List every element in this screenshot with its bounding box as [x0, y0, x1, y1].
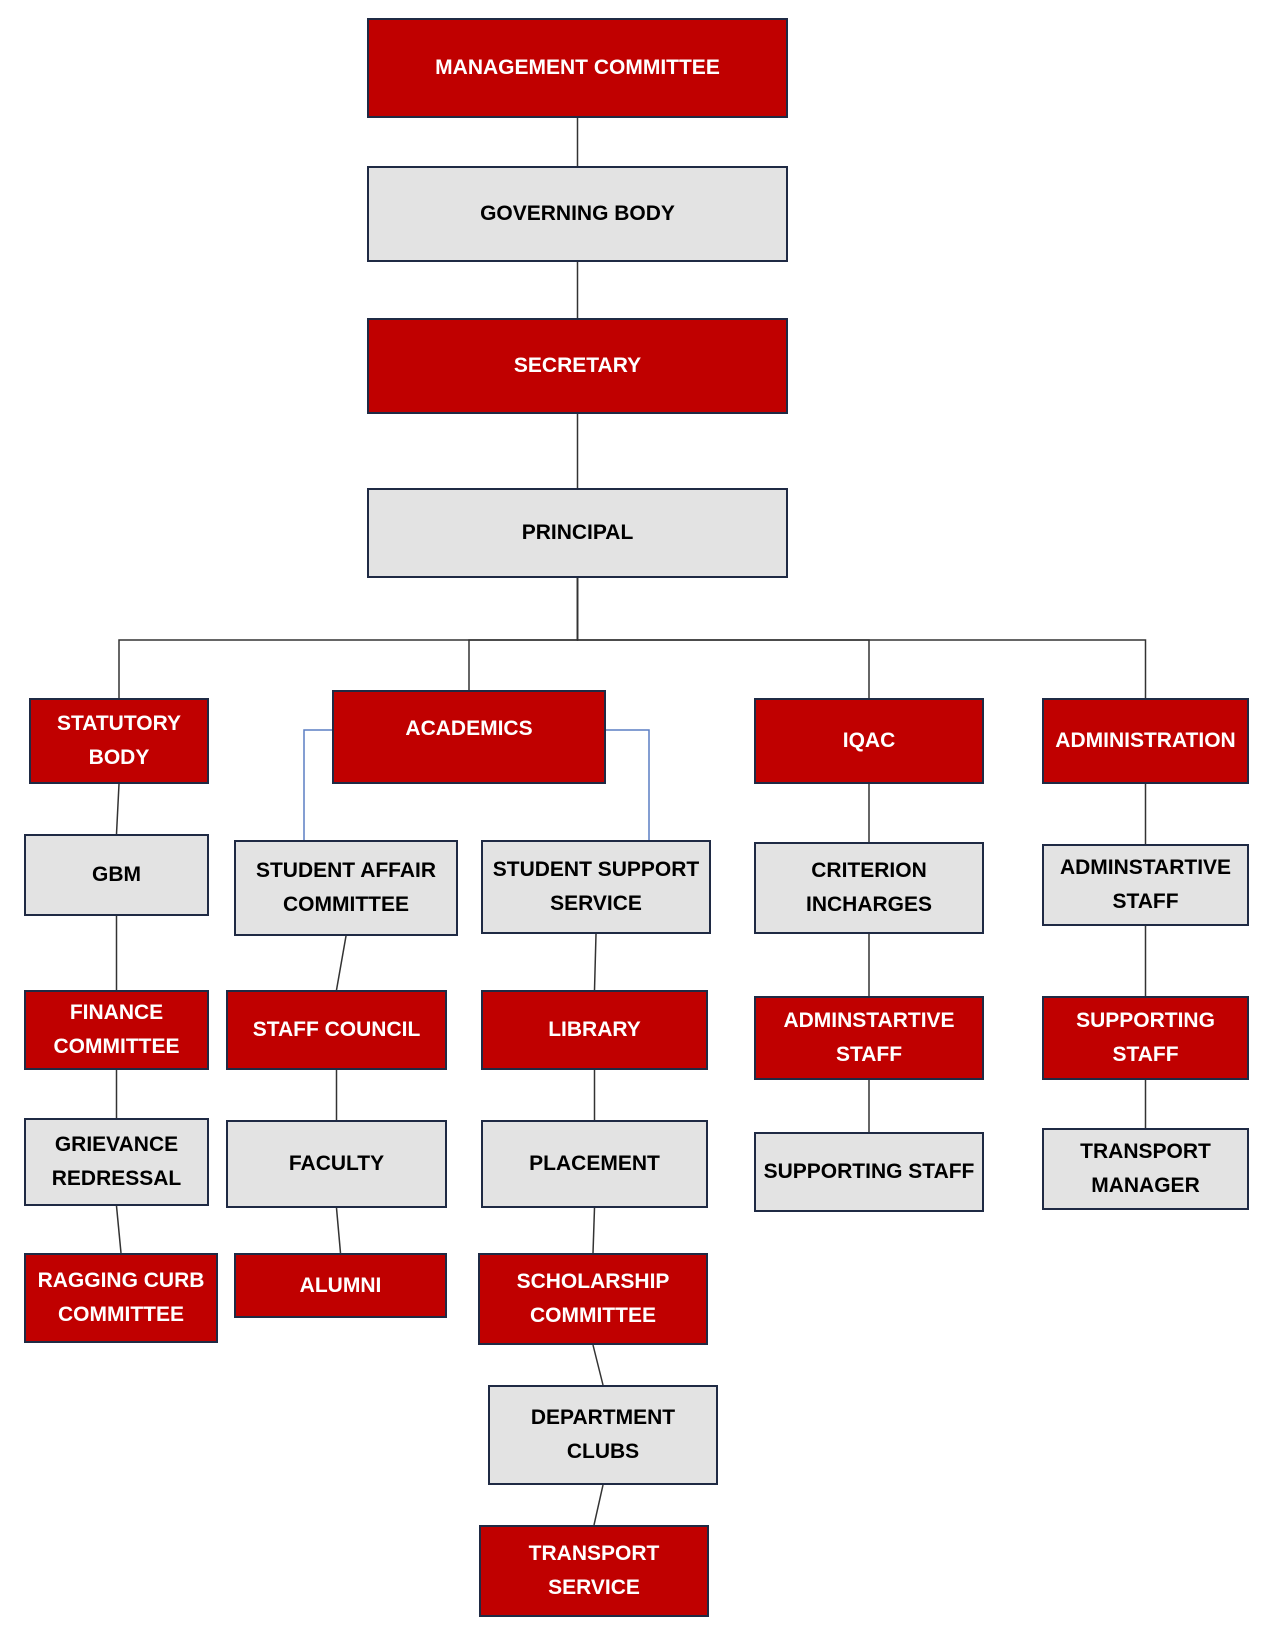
- node-academics: ACADEMICS: [332, 690, 606, 784]
- node-library: LIBRARY: [481, 990, 708, 1070]
- node-admin-adminstartive-staff: ADMINSTARTIVE STAFF: [1042, 844, 1249, 926]
- node-label: MANAGEMENT COMMITTEE: [435, 56, 720, 79]
- node-label: ACADEMICS: [405, 717, 533, 740]
- node-grievance-redressal: GRIEVANCE REDRESSAL: [24, 1118, 209, 1206]
- connector-academics-to-student_affair_committee: [303, 729, 332, 840]
- node-scholarship-committee: SCHOLARSHIP COMMITTEE: [478, 1253, 708, 1345]
- node-secretary: SECRETARY: [367, 318, 788, 414]
- node-label: TRANSPORT SERVICE: [528, 1542, 660, 1599]
- node-label: CRITERION INCHARGES: [805, 859, 932, 916]
- node-label: IQAC: [842, 729, 896, 752]
- node-label: STUDENT SUPPORT SERVICE: [492, 858, 700, 915]
- node-student-support-service: STUDENT SUPPORT SERVICE: [481, 840, 711, 934]
- node-label: ADMINSTARTIVE STAFF: [1059, 856, 1232, 913]
- node-label: GOVERNING BODY: [480, 202, 675, 225]
- node-label: GBM: [92, 863, 141, 886]
- node-label: FACULTY: [288, 1152, 385, 1175]
- node-label: LIBRARY: [548, 1018, 641, 1041]
- node-finance-committee: FINANCE COMMITTEE: [24, 990, 209, 1070]
- connector-principal-to-academics: [468, 578, 579, 690]
- connector-student_affair_committee-to-staff_council: [335, 935, 347, 991]
- connector-academics-to-student_support_service: [606, 729, 650, 840]
- node-label: PLACEMENT: [529, 1152, 660, 1175]
- node-iqac-supporting-staff: SUPPORTING STAFF: [754, 1132, 984, 1212]
- node-label: SCHOLARSHIP COMMITTEE: [516, 1270, 670, 1327]
- node-criterion-incharges: CRITERION INCHARGES: [754, 842, 984, 934]
- node-governing-body: GOVERNING BODY: [367, 166, 788, 262]
- node-alumni: ALUMNI: [234, 1253, 447, 1318]
- node-transport-service: TRANSPORT SERVICE: [479, 1525, 709, 1617]
- node-department-clubs: DEPARTMENT CLUBS: [488, 1385, 718, 1485]
- connector-grievance_redressal-to-ragging_curb_committee: [115, 1205, 122, 1254]
- node-placement: PLACEMENT: [481, 1120, 708, 1208]
- connector-principal-to-statutory_body: [118, 578, 579, 698]
- node-label: GRIEVANCE REDRESSAL: [51, 1133, 182, 1190]
- node-gbm: GBM: [24, 834, 209, 916]
- node-label: ADMINISTRATION: [1055, 729, 1236, 752]
- node-principal: PRINCIPAL: [367, 488, 788, 578]
- node-label: SUPPORTING STAFF: [763, 1160, 975, 1183]
- connector-placement-to-scholarship_committee: [592, 1207, 596, 1254]
- connector-department_clubs-to-transport_service: [593, 1484, 604, 1526]
- node-staff-council: STAFF COUNCIL: [226, 990, 447, 1070]
- node-statutory-body: STATUTORY BODY: [29, 698, 209, 784]
- node-label: STUDENT AFFAIR COMMITTEE: [255, 859, 437, 916]
- node-iqac-adminstartive-staff: ADMINSTARTIVE STAFF: [754, 996, 984, 1080]
- node-faculty: FACULTY: [226, 1120, 447, 1208]
- node-label: TRANSPORT MANAGER: [1080, 1140, 1211, 1197]
- node-label: STAFF COUNCIL: [252, 1018, 421, 1041]
- node-label: ADMINSTARTIVE STAFF: [783, 1009, 955, 1066]
- connector-principal-to-administration: [576, 578, 1147, 698]
- node-student-affair-committee: STUDENT AFFAIR COMMITTEE: [234, 840, 458, 936]
- node-admin-supporting-staff: SUPPORTING STAFF: [1042, 996, 1249, 1080]
- node-label: STATUTORY BODY: [56, 712, 182, 769]
- connector-student_support_service-to-library: [593, 933, 597, 991]
- node-label: RAGGING CURB COMMITTEE: [37, 1269, 205, 1326]
- node-label: PRINCIPAL: [521, 521, 634, 544]
- node-iqac: IQAC: [754, 698, 984, 784]
- node-ragging-curb-committee: RAGGING CURB COMMITTEE: [24, 1253, 218, 1343]
- node-label: SECRETARY: [513, 354, 642, 377]
- connector-faculty-to-alumni: [335, 1207, 342, 1254]
- node-management-committee: MANAGEMENT COMMITTEE: [367, 18, 788, 118]
- node-administration: ADMINISTRATION: [1042, 698, 1249, 784]
- connector-principal-to-iqac: [576, 578, 870, 698]
- node-label: ALUMNI: [299, 1273, 382, 1297]
- connector-scholarship_committee-to-department_clubs: [592, 1344, 604, 1386]
- node-label: SUPPORTING STAFF: [1076, 1009, 1215, 1066]
- node-label: FINANCE COMMITTEE: [53, 1001, 180, 1058]
- node-label: DEPARTMENT CLUBS: [530, 1406, 676, 1463]
- connector-statutory_body-to-gbm: [115, 783, 120, 835]
- node-transport-manager: TRANSPORT MANAGER: [1042, 1128, 1249, 1210]
